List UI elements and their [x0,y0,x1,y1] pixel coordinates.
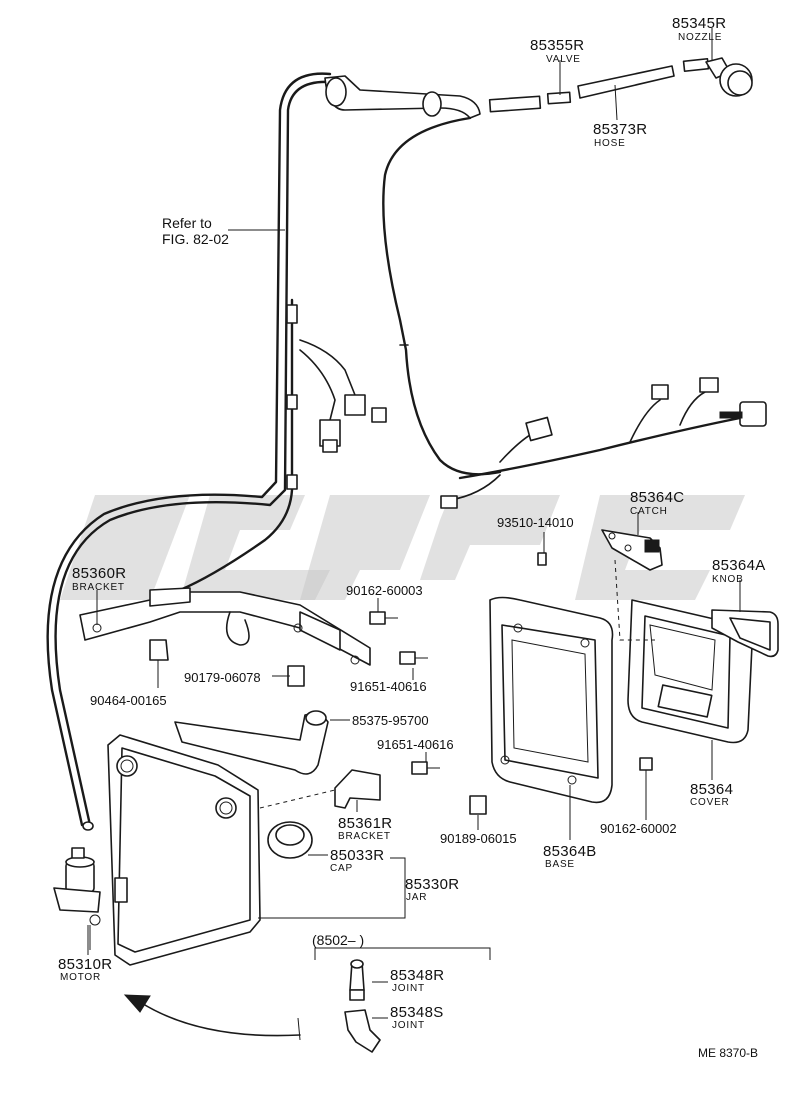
valve-85355r [546,91,572,105]
label-85345r-name: NOZZLE [678,32,722,43]
cap-85033r [267,821,313,859]
label-85360r-number: 85360R [72,565,126,582]
cover-85364 [614,559,753,744]
label-85364c-number: 85364C [630,489,684,506]
label-85373r-name: HOSE [594,138,626,149]
label-90179-number: 90179-06078 [184,670,261,685]
label-85033r-name: CAP [330,863,353,874]
valve-housing [324,75,542,119]
label-90162-60002-number: 90162-60002 [600,821,677,836]
label-85364a-number: 85364A [712,557,766,574]
knob-85364a [711,609,779,658]
label-85364-number: 85364 [690,781,733,798]
label-85364a-name: KNOB [712,574,744,585]
label-85361r-name: BRACKET [338,831,391,842]
flow-arrow [123,994,301,1041]
reference-line1: Refer to [162,215,212,231]
leader-lines [87,60,741,955]
diagram-code: ME 8370-B [698,1046,758,1060]
watermark-logo [60,495,745,600]
wire-harness-right [440,377,767,509]
production-note: (8502– ) [312,932,364,948]
hose-loop-right [382,116,502,476]
jar-85330r [107,734,261,966]
fasteners [149,552,653,815]
label-85355r-number: 85355R [530,37,584,54]
supply-tube [46,72,332,831]
label-85348s-name: JOINT [392,1020,425,1031]
label-85364-name: COVER [690,797,730,808]
nozzle-85345r [682,28,753,97]
label-85345r-number: 85345R [672,15,726,32]
catch-85364c [601,529,663,571]
label-91651-b-number: 91651-40616 [377,737,454,752]
bracket-85360r [79,587,371,666]
label-90162-60003-number: 90162-60003 [346,583,423,598]
label-85364b-name: BASE [545,859,575,870]
label-85348s-number: 85348S [390,1004,444,1021]
label-85330r-name: JAR [406,892,427,903]
bracket-85361r [259,769,381,809]
hose-85373r [577,65,675,121]
label-93510-number: 93510-14010 [497,515,574,530]
label-91651-a-number: 91651-40616 [350,679,427,694]
label-85375-number: 85375-95700 [352,713,429,728]
joint-group [314,947,491,1053]
label-90189-number: 90189-06015 [440,831,517,846]
hose-85375 [174,710,329,775]
label-85355r-name: VALVE [546,54,581,65]
base-85364b [489,596,614,804]
label-85364c-name: CATCH [630,506,668,517]
label-85373r-number: 85373R [593,121,647,138]
label-85364b-number: 85364B [543,843,597,860]
label-90464-number: 90464-00165 [90,693,167,708]
label-85310r-name: MOTOR [60,972,101,983]
label-85310r-number: 85310R [58,956,112,973]
wire-harness-left [178,298,387,592]
part-labels: 85345R NOZZLE 85355R VALVE 85373R HOSE R… [58,15,766,1060]
label-85348r-name: JOINT [392,983,425,994]
motor-85310r [53,847,101,950]
label-85360r-name: BRACKET [72,582,125,593]
label-85033r-number: 85033R [330,847,384,864]
label-85361r-number: 85361R [338,815,392,832]
label-85330r-number: 85330R [405,876,459,893]
reference-line2: FIG. 82-02 [162,231,229,247]
label-85348r-number: 85348R [390,967,444,984]
